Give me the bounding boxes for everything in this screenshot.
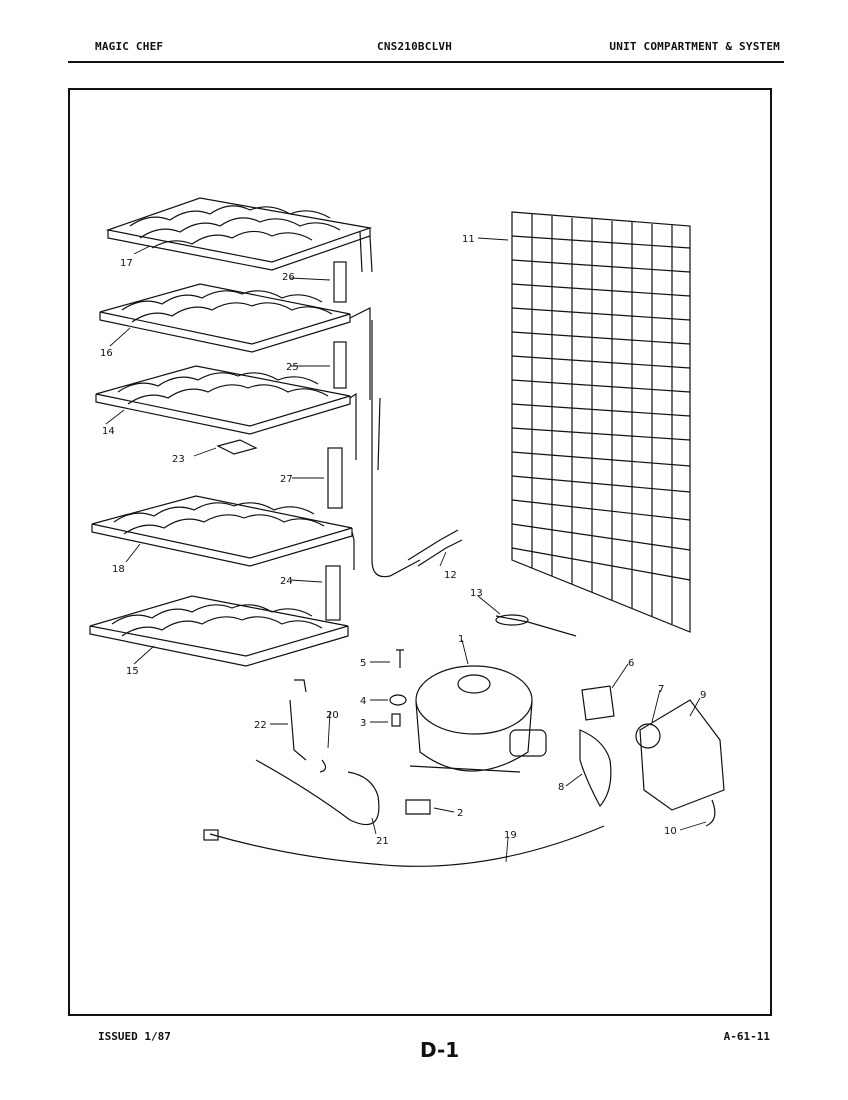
part-3 [391, 713, 401, 727]
part-4 [389, 694, 407, 706]
overload-7 [635, 723, 661, 749]
footer-page-number: D-1 [420, 1038, 460, 1062]
callout-24: 24 [280, 576, 293, 587]
callout-5: 5 [360, 658, 366, 669]
clip-26 [333, 261, 347, 303]
part-12 [407, 529, 463, 567]
part-23 [216, 439, 258, 455]
tube-21 [255, 759, 380, 826]
callout-2: 2 [457, 808, 463, 819]
callout-14: 14 [102, 426, 115, 437]
evaporator-shelf-14 [95, 365, 357, 460]
part-2 [405, 799, 431, 815]
callout-10: 10 [664, 826, 677, 837]
callout-22: 22 [254, 720, 267, 731]
callout-25: 25 [286, 362, 299, 373]
evaporator-shelf-18 [91, 495, 355, 570]
callout-15: 15 [126, 666, 139, 677]
callout-20: 20 [326, 710, 339, 721]
relay-6 [581, 685, 615, 721]
part-20 [294, 679, 327, 773]
cover-9 [639, 699, 725, 811]
callout-1: 1 [458, 634, 464, 645]
callout-16: 16 [100, 348, 113, 359]
callout-8: 8 [558, 782, 564, 793]
clip-24 [325, 565, 341, 621]
tube-22 [289, 699, 307, 761]
evaporator-shelf-15 [89, 595, 349, 667]
clip-25 [333, 341, 347, 389]
header-brand: MAGIC CHEF [95, 40, 164, 53]
callout-6: 6 [628, 658, 634, 669]
evaporator-shelf-16 [99, 283, 371, 400]
suction-tube [371, 320, 421, 578]
callout-26: 26 [282, 272, 295, 283]
diagram-frame [68, 88, 772, 1016]
callout-21: 21 [376, 836, 389, 847]
footer-document-code: A-61-11 [723, 1030, 770, 1043]
callout-3: 3 [360, 718, 366, 729]
drier-13 [495, 615, 577, 637]
header-rule [68, 61, 784, 63]
footer-issued-date: ISSUED 1/87 [98, 1030, 171, 1043]
bracket-8 [579, 729, 612, 808]
callout-17: 17 [120, 258, 133, 269]
part-5 [396, 649, 404, 668]
evaporator-shelf-17 [105, 197, 373, 273]
callout-27: 27 [280, 474, 293, 485]
clip-27 [327, 447, 343, 509]
header-model-number: CNS210BCLVH [377, 40, 453, 53]
callout-7: 7 [658, 684, 664, 695]
part-10 [705, 799, 716, 827]
callout-4: 4 [360, 696, 366, 707]
callout-19: 19 [504, 830, 517, 841]
callout-13: 13 [470, 588, 483, 599]
callout-11: 11 [462, 234, 475, 245]
power-cord-19 [209, 825, 605, 867]
header-section-title: UNIT COMPARTMENT & SYSTEM [609, 40, 780, 53]
callout-9: 9 [700, 690, 706, 701]
callout-labels: 1 2 3 4 5 6 7 8 9 10 11 12 13 14 15 16 1… [100, 234, 706, 847]
compressor-1 [409, 665, 547, 773]
callout-12: 12 [444, 570, 457, 581]
callout-23: 23 [172, 454, 185, 465]
callout-18: 18 [112, 564, 125, 575]
condenser-11 [511, 211, 691, 633]
